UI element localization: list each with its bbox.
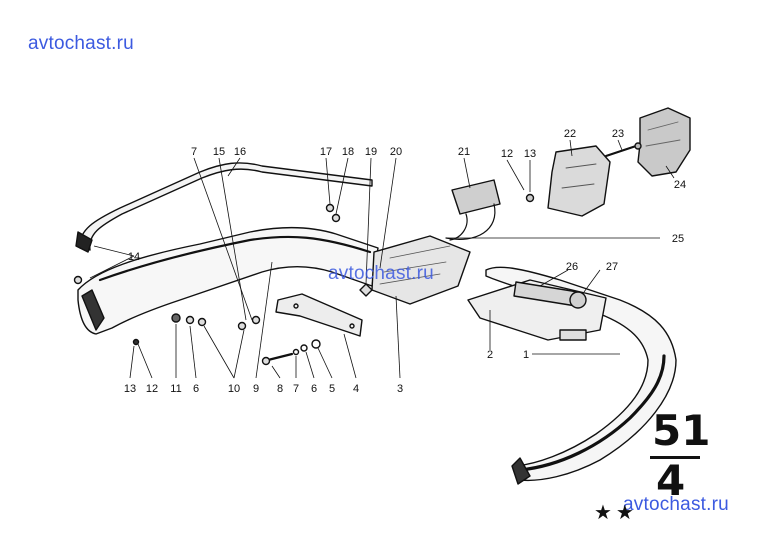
bracket-4 xyxy=(275,293,363,337)
callout-9: 9 xyxy=(253,383,259,395)
lamp-cable xyxy=(445,203,496,240)
callout-4: 4 xyxy=(353,383,359,395)
callout-3: 3 xyxy=(397,383,403,395)
callout-10: 10 xyxy=(228,383,240,395)
callout-17: 17 xyxy=(320,146,332,158)
watermark-bottom: avtochast.ru xyxy=(623,494,729,515)
bumper-left-section xyxy=(77,227,379,335)
section-number: 51 xyxy=(652,406,711,455)
callout-5: 5 xyxy=(329,383,335,395)
bumper-guard-22 xyxy=(547,145,611,217)
callout-13-bottom: 13 xyxy=(124,383,136,395)
callout-7-bottom: 7 xyxy=(293,383,299,395)
watermark-top: avtochast.ru xyxy=(28,33,134,54)
callout-12-bottom: 12 xyxy=(146,383,158,395)
subsection-number: 4 xyxy=(656,456,686,505)
callout-27: 27 xyxy=(606,261,618,273)
callout-15: 15 xyxy=(213,146,225,158)
callout-26: 26 xyxy=(566,261,578,273)
callout-25: 25 xyxy=(672,233,684,245)
star-marks: ★★ xyxy=(594,500,638,524)
callout-16: 16 xyxy=(234,146,246,158)
watermark-middle: avtochast.ru xyxy=(328,263,434,284)
bumper-right-tip xyxy=(511,457,531,485)
trim-strip-16 xyxy=(79,162,373,251)
callout-7-top: 7 xyxy=(191,146,197,158)
callout-23: 23 xyxy=(612,128,624,140)
section-divider xyxy=(650,456,700,459)
bumper-end-shading xyxy=(81,289,105,331)
strip-end-cap xyxy=(75,231,93,253)
callout-18: 18 xyxy=(342,146,354,158)
lamp-21 xyxy=(451,179,501,215)
callout-20: 20 xyxy=(390,146,402,158)
callout-2: 2 xyxy=(487,349,493,361)
bumper-top-edge xyxy=(98,235,372,282)
callout-8: 8 xyxy=(277,383,283,395)
callout-14: 14 xyxy=(128,251,140,263)
callout-12-top: 12 xyxy=(501,148,513,160)
callout-24: 24 xyxy=(674,179,686,191)
callout-11: 11 xyxy=(170,383,181,395)
callout-19: 19 xyxy=(365,146,377,158)
callout-6-right: 6 xyxy=(311,383,317,395)
callout-13-top: 13 xyxy=(524,148,536,160)
callout-1: 1 xyxy=(523,349,529,361)
callout-21: 21 xyxy=(458,146,470,158)
bolt-23 xyxy=(604,144,638,158)
rubber-guard-24 xyxy=(637,107,691,177)
callout-6-left: 6 xyxy=(193,383,199,395)
callout-22: 22 xyxy=(564,128,576,140)
